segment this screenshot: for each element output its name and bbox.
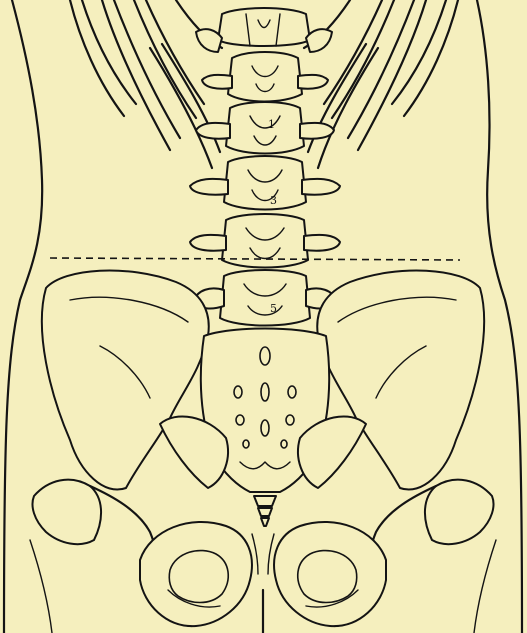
ribs-left bbox=[70, 0, 222, 168]
pubic-symphysis bbox=[252, 534, 274, 633]
vertebra-label-5: 5 bbox=[270, 302, 277, 315]
lumbar-vertebra-5 bbox=[194, 270, 336, 326]
vertebra-label-1: 1 bbox=[268, 118, 275, 131]
lumbar-vertebra-1 bbox=[202, 52, 328, 102]
intercristal-dashed-line bbox=[50, 258, 460, 260]
thoracic-vertebra bbox=[196, 8, 332, 52]
vertebra-label-3: 3 bbox=[270, 194, 277, 207]
ribs-right bbox=[304, 0, 458, 168]
lumbar-vertebra-3 bbox=[190, 156, 340, 210]
coccyx bbox=[254, 496, 276, 526]
